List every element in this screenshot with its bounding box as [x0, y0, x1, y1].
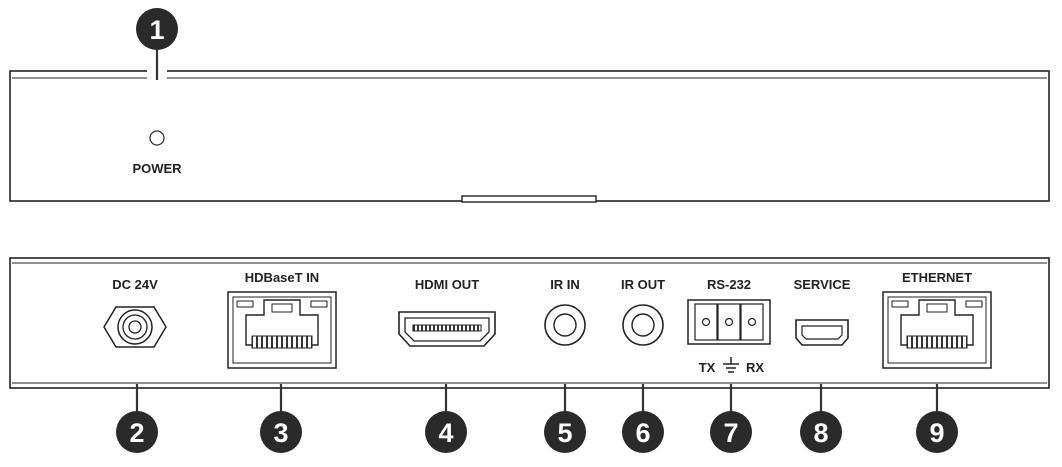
rs232-rx-label: RX — [746, 360, 764, 375]
callout-5-badge — [544, 411, 586, 453]
callout-8-number: 8 — [813, 418, 828, 448]
hdmi-out-label: HDMI OUT — [415, 277, 479, 292]
callout-2-badge — [116, 411, 158, 453]
front-panel: POWER 1 — [9, 8, 1050, 203]
callout-8-badge — [800, 411, 842, 453]
rs-232-label: RS-232 — [707, 277, 751, 292]
power-label: POWER — [132, 161, 182, 176]
callout-6-badge — [622, 411, 664, 453]
front-panel-tab — [461, 195, 597, 203]
callout-6-number: 6 — [635, 418, 650, 448]
hdbaset-rj45-icon — [227, 291, 337, 369]
callout-4-badge — [425, 411, 467, 453]
rs232-tx-label: TX — [699, 360, 716, 375]
hdbaset-in-label: HDBaseT IN — [245, 270, 319, 285]
callout-3: 3 — [260, 384, 302, 453]
ground-icon — [723, 357, 739, 373]
callout-8: 8 — [800, 384, 842, 453]
power-led — [149, 130, 165, 146]
callout-3-badge — [260, 411, 302, 453]
service-label: SERVICE — [794, 277, 851, 292]
callout-7-number: 7 — [723, 418, 738, 448]
hdmi-port-icon — [398, 311, 496, 347]
callout-2-number: 2 — [129, 418, 144, 448]
ir-in-label: IR IN — [550, 277, 580, 292]
callout-7-badge — [710, 411, 752, 453]
callout-6: 6 — [622, 384, 664, 453]
ir-out-label: IR OUT — [621, 277, 665, 292]
callout-5-number: 5 — [557, 418, 572, 448]
callout-7: 7 — [710, 384, 752, 453]
callout-5: 5 — [544, 384, 586, 453]
callout-4-number: 4 — [438, 418, 453, 448]
ir-out-jack-icon — [622, 304, 664, 346]
callout-9-number: 9 — [929, 418, 944, 448]
callout-1-badge — [136, 8, 178, 50]
callout-1-number: 1 — [149, 15, 164, 45]
callout-9-badge — [916, 411, 958, 453]
rs232-terminal-icon — [687, 299, 771, 345]
ethernet-rj45-icon — [882, 291, 992, 369]
callout-3-number: 3 — [273, 418, 288, 448]
ethernet-label: ETHERNET — [902, 270, 972, 285]
rear-panel: DC 24V HDBaseT IN HDMI OUT IR IN IR OUT … — [9, 257, 1050, 389]
service-usb-icon — [795, 319, 849, 346]
ir-in-jack-icon — [544, 304, 586, 346]
dc-24v-jack-icon — [103, 306, 167, 348]
callout-9: 9 — [916, 384, 958, 453]
rear-panel-body — [9, 257, 1050, 389]
front-panel-body — [9, 70, 1050, 202]
callout-2: 2 — [116, 384, 158, 453]
dc-24v-label: DC 24V — [112, 277, 158, 292]
callout-4: 4 — [425, 384, 467, 453]
